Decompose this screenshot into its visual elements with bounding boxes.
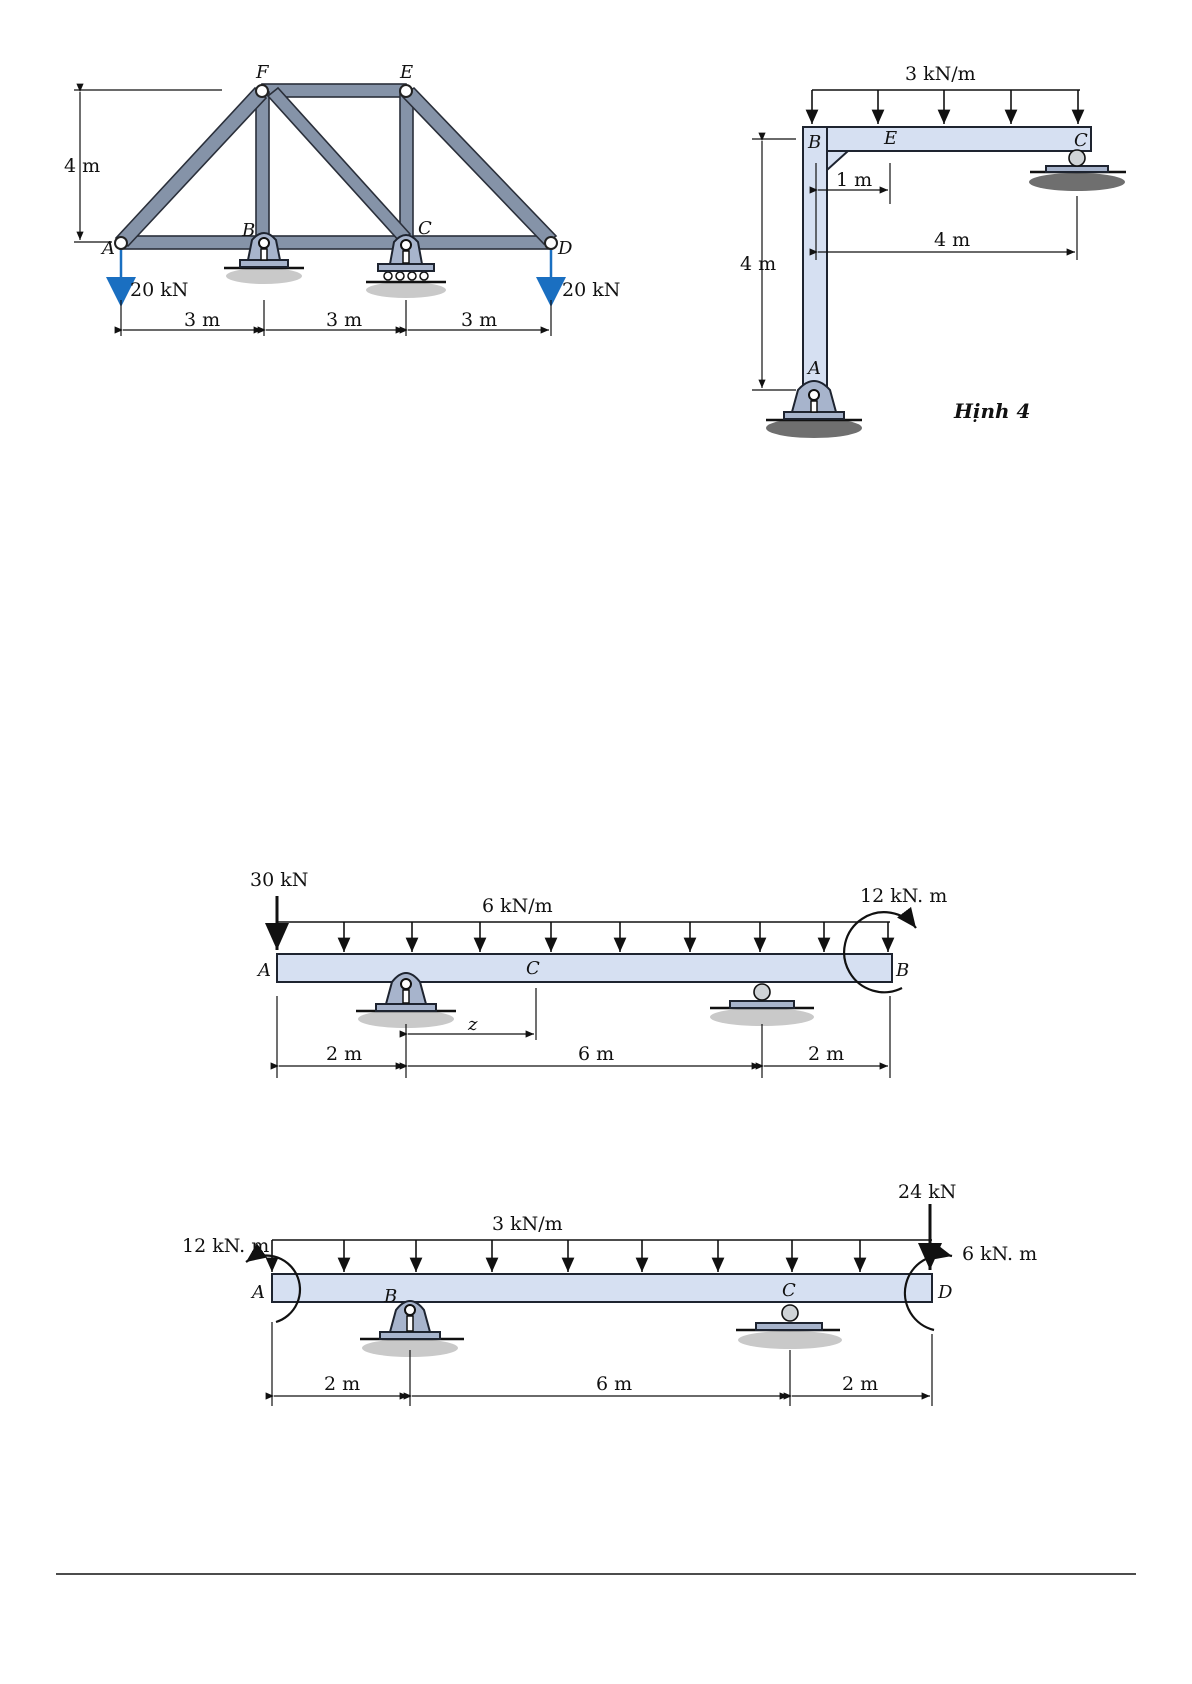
beam1-roller-support xyxy=(710,984,814,1026)
truss-height-label: 4 m xyxy=(64,155,100,177)
node-a-label: A xyxy=(100,238,115,259)
beam1-dist-load-label: 6 kN/m xyxy=(482,895,553,917)
beam1-span-2-label: 6 m xyxy=(578,1043,614,1065)
pin-f xyxy=(256,85,268,97)
frame-node-e-label: E xyxy=(883,128,897,149)
figure-caption: Hịnh 4 xyxy=(953,399,1030,423)
node-f-label: F xyxy=(255,62,270,83)
pin-d xyxy=(545,237,557,249)
beam2-roller-support xyxy=(736,1305,842,1349)
diagonal-fc xyxy=(268,88,410,242)
frame-dist-load-label: 3 kN/m xyxy=(905,63,976,85)
beam2-node-d-label: D xyxy=(937,1282,953,1303)
load-d-label: 20 kN xyxy=(562,279,620,301)
bottom-chord xyxy=(120,236,552,249)
vertical-fb xyxy=(256,92,269,238)
vertical-ec xyxy=(400,92,413,238)
truss-span-3-label: 3 m xyxy=(461,309,497,331)
beam2-pin-support xyxy=(360,1301,464,1357)
beam1-point-load-label: 30 kN xyxy=(250,869,308,891)
beam1-body xyxy=(277,954,892,982)
beam2-node-c-label: C xyxy=(782,1280,796,1301)
beam1-node-b-label: B xyxy=(895,960,909,981)
beam2-point-load-label: 24 kN xyxy=(898,1181,956,1203)
node-d-label: D xyxy=(557,238,573,259)
beam2-body xyxy=(272,1274,932,1302)
truss-figure: 4 m F E A B C D 20 kN 20 kN 3 m 3 m 3 m xyxy=(64,62,620,336)
beam2-node-b-label: B xyxy=(383,1286,397,1307)
beam2-span-2-label: 6 m xyxy=(596,1373,632,1395)
beam1-load-arrows xyxy=(344,922,888,952)
frame-beam-bc xyxy=(803,127,1091,151)
node-b-label: B xyxy=(241,220,255,241)
beam1-figure: 30 kN 6 kN/m 12 kN. m A C B z 2 m 6 m 2 … xyxy=(250,869,947,1078)
frame-load-arrows xyxy=(812,90,1078,124)
beam1-moment-label: 12 kN. m xyxy=(860,885,947,907)
frame-node-a-label: A xyxy=(806,358,821,379)
beam2-span-3-label: 2 m xyxy=(842,1373,878,1395)
pin-a xyxy=(115,237,127,249)
beam2-span-1-label: 2 m xyxy=(324,1373,360,1395)
frame-gusset xyxy=(827,151,848,170)
beam2-dist-load-label: 3 kN/m xyxy=(492,1213,563,1235)
truss-span-1-label: 3 m xyxy=(184,309,220,331)
frame-node-c-label: C xyxy=(1074,130,1088,151)
beam1-z-label: z xyxy=(467,1014,478,1035)
frame-support-c xyxy=(1029,150,1126,191)
truss-members xyxy=(116,84,556,249)
beam2-moment-left-label: 12 kN. m xyxy=(182,1235,269,1257)
beam2-node-a-label: A xyxy=(250,1282,265,1303)
node-c-label: C xyxy=(418,218,432,239)
beam2-load-arrows xyxy=(272,1240,860,1272)
beam1-node-a-label: A xyxy=(256,960,271,981)
load-a-label: 20 kN xyxy=(130,279,188,301)
pin-e xyxy=(400,85,412,97)
frame-height-label: 4 m xyxy=(740,253,776,275)
frame-column-ab xyxy=(803,127,827,395)
truss-span-2-label: 3 m xyxy=(326,309,362,331)
frame-node-b-label: B xyxy=(807,132,821,153)
node-e-label: E xyxy=(399,62,413,83)
frame-figure: 3 kN/m B E C A 4 m 1 m 4 m Hịnh 4 xyxy=(740,63,1126,438)
frame-be-label: 1 m xyxy=(836,169,872,191)
beam2-figure: 24 kN 3 kN/m 12 kN. m 6 kN. m A B C D 2 … xyxy=(182,1181,1037,1406)
frame-bc-label: 4 m xyxy=(934,229,970,251)
beam1-node-c-label: C xyxy=(526,958,540,979)
beam2-moment-right-label: 6 kN. m xyxy=(962,1243,1037,1265)
beam1-span-3-label: 2 m xyxy=(808,1043,844,1065)
beam1-span-1-label: 2 m xyxy=(326,1043,362,1065)
